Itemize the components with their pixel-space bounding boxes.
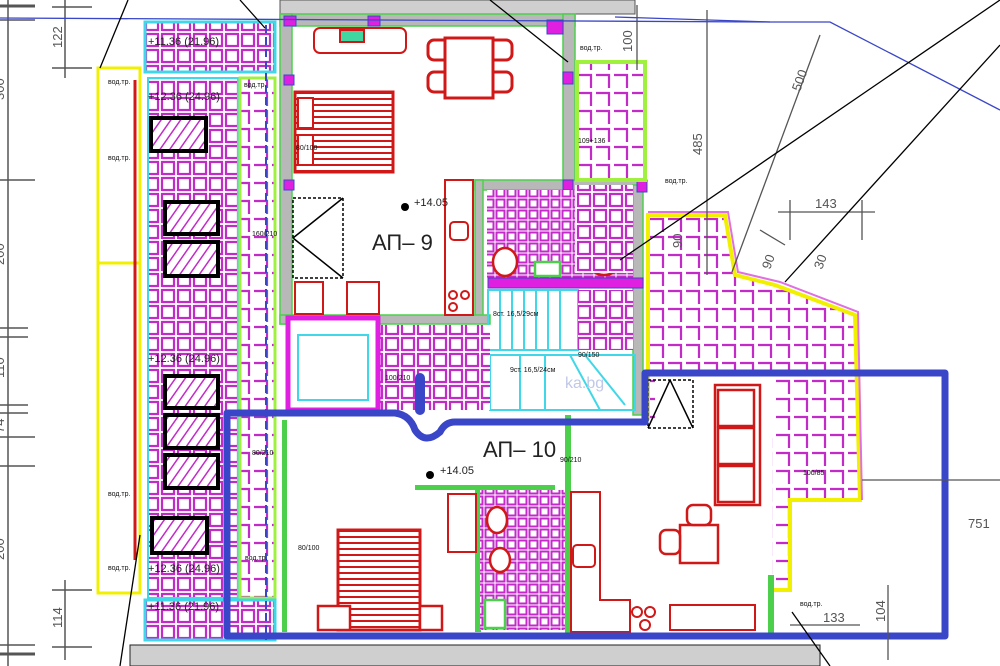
dim-100: 100 xyxy=(620,30,635,52)
upper-slab xyxy=(279,0,636,15)
opening-label: 90/210 xyxy=(560,457,582,464)
ap10-wardrobe xyxy=(447,493,477,553)
ap9-closet xyxy=(294,281,380,315)
opening-label: 100/85 xyxy=(803,470,825,477)
pipe-label: вод.тр. xyxy=(580,45,603,52)
dim-left-0: 300 xyxy=(0,78,7,100)
pipe-label: вод.тр. xyxy=(108,155,131,162)
pipe-label: вод.тр. xyxy=(245,555,268,562)
dim-751: 751 xyxy=(968,516,990,531)
apartment-label-ap9: АП– 9 xyxy=(372,230,433,255)
dim-left-1: 200 xyxy=(0,243,7,265)
dim-485: 485 xyxy=(690,133,705,155)
apartment-label-ap10: АП– 10 xyxy=(483,437,556,462)
left-ledge-lower xyxy=(96,261,142,595)
pipe-label: вод.тр. xyxy=(108,79,131,86)
ap9-bed xyxy=(293,90,395,174)
opening-label: 80/100 xyxy=(296,145,318,152)
storage-inner xyxy=(297,334,369,401)
ap9-bath-2 xyxy=(575,185,633,273)
opening-label: 80/100 xyxy=(298,545,320,552)
balcony-left xyxy=(147,77,239,599)
storage-room xyxy=(285,315,381,413)
opening-label: 90/150 xyxy=(578,352,600,359)
ap9-loggia xyxy=(575,60,647,182)
level-markers: +11.36 (21.96) +12.36 (24.96) +12.36 (24… xyxy=(148,36,220,613)
pipe-label: вод.тр. xyxy=(665,178,688,185)
dimension-114 xyxy=(52,580,92,660)
dimension-texts-right: 100 485 500 143 90 90 30 751 133 104 xyxy=(620,30,990,625)
balcony-top-left xyxy=(143,20,277,74)
pipe-label: вод.тр. xyxy=(108,491,131,498)
dim-left-3: 74 xyxy=(0,419,7,433)
opening-label: 160/210 xyxy=(252,231,277,238)
pipe-labels: вод.тр. вод.тр. вод.тр. вод.тр. вод.тр. … xyxy=(108,45,823,608)
level-sill-lower-2: +11.36 (21.96) xyxy=(148,601,219,613)
left-dimension-labels: 300 200 110 74 200 xyxy=(0,78,7,560)
pipe-label: вод.тр. xyxy=(244,82,267,89)
level-ap10: +14.05 xyxy=(440,465,474,477)
dim-133: 133 xyxy=(823,610,845,625)
dim-114-label: 114 xyxy=(50,607,65,628)
ap10-walls xyxy=(282,415,774,633)
level-ap9: +14.05 xyxy=(414,197,448,209)
ap10-bathroom-fixtures xyxy=(483,505,512,630)
stairs-flight-2: 9ст. 16,5/24см xyxy=(510,367,556,374)
ap9-walls xyxy=(279,13,646,416)
terrace-edge xyxy=(648,211,863,501)
leader-arrows xyxy=(99,0,1000,666)
columns xyxy=(283,15,648,193)
stair-landing xyxy=(578,290,633,350)
watermark: ka.bg xyxy=(565,375,604,392)
ap10-bed xyxy=(316,528,444,632)
dim-143: 143 xyxy=(815,196,837,211)
ap9-kitchen xyxy=(444,179,474,316)
balcony-left-strip xyxy=(238,76,277,600)
opening-label: 109+136 xyxy=(578,138,606,145)
ap9-sofa xyxy=(313,27,407,54)
stairs-flight-1: 8ст. 16,5/29см xyxy=(493,311,539,318)
left-dimension-chain xyxy=(0,0,35,666)
dim-500: 500 xyxy=(789,68,811,94)
opening-label: 80/210 xyxy=(252,450,274,457)
hallway-tiles xyxy=(380,325,490,410)
ap9-wall-tiles xyxy=(487,277,644,289)
opening-label: 100/210 xyxy=(385,375,410,382)
dim-30: 30 xyxy=(811,252,830,271)
ap10-kitchen xyxy=(570,491,756,633)
ap9-dining-table xyxy=(426,36,514,100)
lower-slab xyxy=(129,644,821,666)
level-sill-upper-2: +12.36 (24.96) xyxy=(148,91,220,103)
ap10-outline xyxy=(223,369,949,640)
pipe-label: вод.тр. xyxy=(800,601,823,608)
dimension-lines-right xyxy=(0,5,1000,660)
pipe-label: вод.тр. xyxy=(108,565,131,572)
dimension-122 xyxy=(52,0,92,78)
planters xyxy=(149,116,220,555)
level-sill-lower-1: +12.36 (24.96) xyxy=(148,563,220,575)
dim-122-label: 122 xyxy=(50,26,65,48)
ap9-wardrobe-x xyxy=(292,197,344,279)
level-sill-mid: +12.36 (24.96) xyxy=(148,353,220,365)
dim-left-4: 200 xyxy=(0,538,7,560)
opening-labels: 160/210 80/100 80/100 80/210 109+136 90/… xyxy=(252,138,825,552)
dim-90b: 90 xyxy=(759,252,778,271)
floor-level-markers: +14.05 +14.05 xyxy=(401,197,474,479)
ap10-sofa xyxy=(713,383,762,507)
ap10-dining xyxy=(658,503,720,565)
level-sill-upper-1: +11.36 (21.96) xyxy=(148,36,219,48)
dim-90a: 90 xyxy=(670,234,685,248)
dim-104: 104 xyxy=(873,600,888,622)
dim-left-2: 110 xyxy=(0,357,7,378)
